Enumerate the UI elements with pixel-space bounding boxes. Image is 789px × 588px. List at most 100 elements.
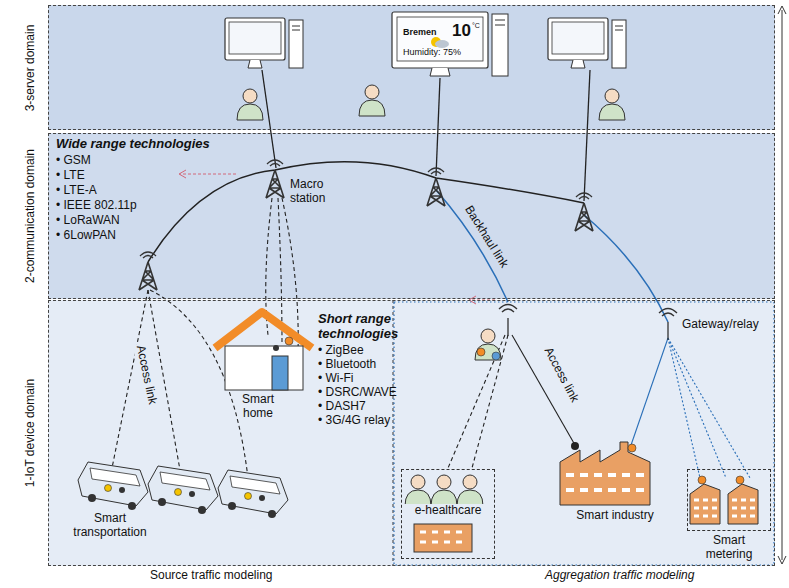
screen-text: 10 <box>452 21 471 41</box>
smart-home <box>272 356 288 390</box>
building <box>728 484 758 524</box>
device-group-box: e-healthcare <box>401 469 495 559</box>
server-computer <box>392 12 488 68</box>
server-computer <box>495 20 505 25</box>
bus <box>78 462 288 518</box>
smart-home <box>215 312 312 390</box>
bus <box>218 470 288 518</box>
group-label: e-healthcare <box>402 504 494 518</box>
technology-item: • LTE <box>56 169 85 183</box>
access-link <box>112 198 575 478</box>
building <box>690 484 720 524</box>
region-border <box>393 300 774 566</box>
server-link <box>262 70 276 168</box>
scale-arrow <box>778 6 786 564</box>
smart-home <box>285 337 293 345</box>
server-computer <box>397 17 483 61</box>
band-fill <box>48 5 775 130</box>
list-heading: Wide range technologies <box>56 137 210 152</box>
server-user <box>237 89 263 120</box>
band-fill <box>48 133 775 299</box>
relay-antenna <box>499 305 517 337</box>
technology-item: • 6LowPAN <box>56 229 116 243</box>
domain-label: 3-server domain <box>24 24 38 111</box>
smart-home <box>225 346 303 390</box>
technology-item: • Bluetooth <box>318 358 376 372</box>
e-healthcare-figure <box>431 475 457 506</box>
caption-label: Macro station <box>290 178 342 206</box>
technology-item: • DSRC/WAVE <box>318 386 397 400</box>
direction-arrow <box>179 170 186 178</box>
tower <box>427 168 445 206</box>
gateway-link <box>668 338 726 478</box>
technology-item: • 3G/4G relay <box>318 414 390 428</box>
technology-item: • IEEE 802.11p <box>56 199 137 213</box>
gateway-link <box>668 338 750 478</box>
direction-arrow <box>180 174 236 175</box>
group-label: Smart metering <box>688 534 770 562</box>
gateway-link <box>630 338 668 448</box>
region-border <box>394 302 774 565</box>
relay-antenna <box>499 305 677 341</box>
gateway-link <box>630 338 750 478</box>
band-fill <box>48 5 775 566</box>
building <box>698 476 706 484</box>
domain-band: 3-server domain <box>48 5 775 130</box>
server-computer <box>430 68 450 76</box>
screen-text: Humidity: 75% <box>403 47 461 57</box>
technology-item: • Wi-Fi <box>318 372 354 386</box>
smart-home <box>273 345 279 351</box>
technology-item: • GSM <box>56 154 91 168</box>
relay-person <box>475 329 501 360</box>
relay-person <box>475 329 501 360</box>
e-healthcare-figure <box>405 475 431 506</box>
factory <box>560 442 650 505</box>
bus <box>148 466 218 514</box>
technology-item: • ZigBee <box>318 344 364 358</box>
caption-label: Source traffic modeling <box>150 569 273 583</box>
scale-arrow <box>782 10 783 560</box>
gateway-link <box>668 338 700 478</box>
server-user <box>599 89 625 120</box>
domain-band: 2-communication domain <box>48 133 775 299</box>
scale-arrow <box>778 6 786 564</box>
domain-band: 1-IoT device domaine-healthcareSmart met… <box>48 300 775 566</box>
server-computer <box>392 12 508 76</box>
backbone-link <box>148 162 668 322</box>
tower <box>139 252 157 290</box>
server-link <box>436 78 440 176</box>
list-heading: Short range technologies <box>318 312 430 342</box>
server-computer <box>225 12 626 76</box>
domain-label: 2-communication domain <box>24 149 38 283</box>
caption-label: Smart transportation <box>62 512 158 540</box>
e-healthcare-figure <box>457 475 483 506</box>
technology-item: • LoRaWAN <box>56 214 120 228</box>
screen-text: °C <box>472 22 480 30</box>
server-user <box>237 85 625 120</box>
link-label: Access link <box>133 342 160 408</box>
server-computer <box>548 18 626 68</box>
technology-item: • DASH7 <box>318 400 366 414</box>
factory <box>560 442 650 505</box>
backbone-link <box>584 215 668 322</box>
factory <box>628 444 636 452</box>
building <box>690 476 758 524</box>
factory <box>571 442 579 450</box>
link-label: Access link <box>540 343 582 406</box>
relay-antenna <box>659 309 677 341</box>
server-computer <box>435 40 449 48</box>
tower <box>266 160 284 198</box>
direction-arrow <box>179 170 495 304</box>
device-group-box: Smart metering <box>687 469 771 531</box>
link-label: Backhaul link <box>460 202 511 273</box>
bus <box>78 462 148 510</box>
caption-label: Smart home <box>228 393 288 421</box>
smart-home <box>215 312 312 348</box>
caption-label: Aggregation traffic modeling <box>545 569 694 583</box>
caption-label: Smart industry <box>575 509 655 523</box>
tower <box>139 160 593 290</box>
server-link <box>584 70 590 201</box>
server-computer <box>492 14 508 76</box>
building <box>736 476 744 484</box>
